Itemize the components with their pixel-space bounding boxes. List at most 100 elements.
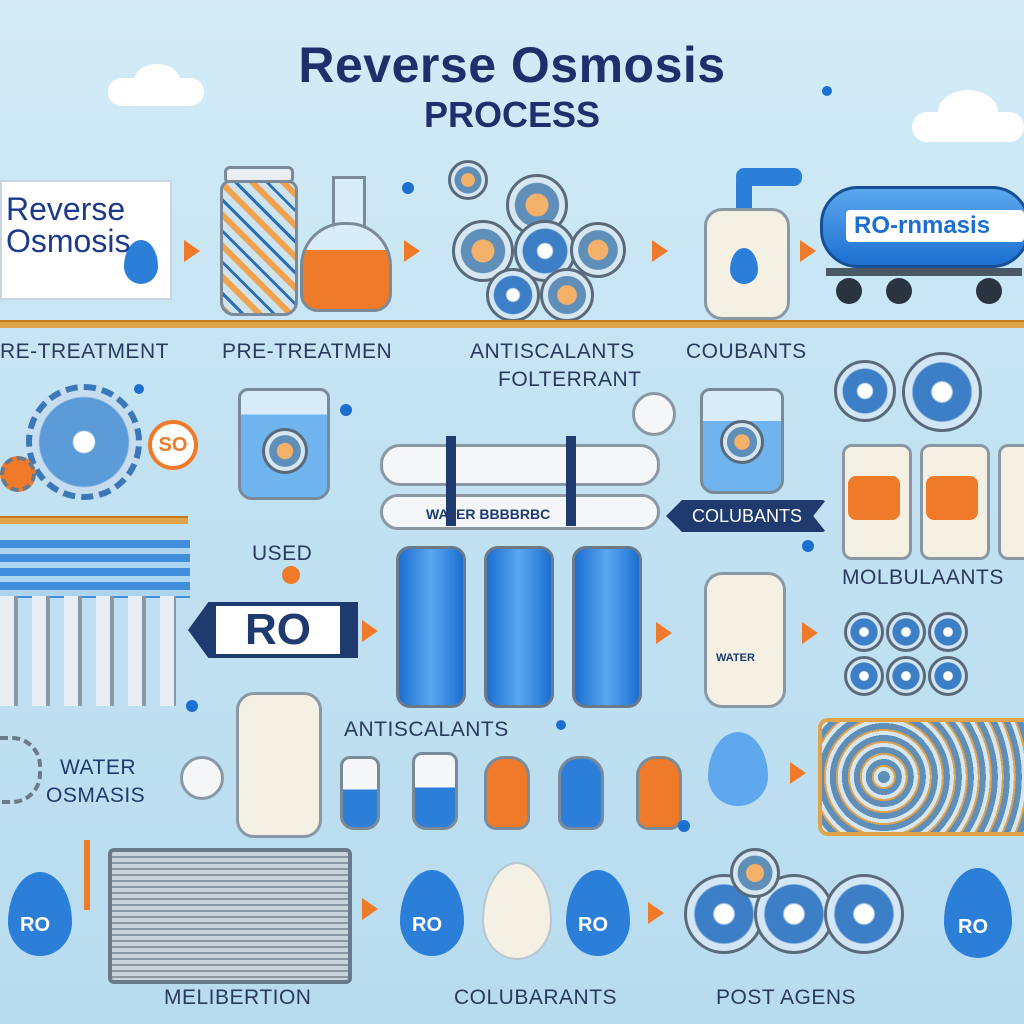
filter-rack <box>0 596 176 706</box>
label-osmasis: OSMASIS <box>46 784 146 807</box>
label-pre-treatment-2: PRE-TREATMEN <box>222 340 393 363</box>
gear-left-icon <box>0 736 42 804</box>
arrow-icon <box>790 762 806 784</box>
membrane-disc-top <box>730 848 780 898</box>
bubble-icon <box>340 404 352 416</box>
cloud-right-puff <box>938 90 998 134</box>
arrow-icon <box>802 622 818 644</box>
ro-drop-4-label: RO <box>958 916 988 938</box>
membrane-disc <box>902 352 982 432</box>
ro-banner-text: RO <box>216 606 340 654</box>
container-label-icon <box>926 476 978 520</box>
sign-line-2: Osmosis <box>6 223 131 259</box>
filter-disc <box>262 428 308 474</box>
bubble-icon <box>402 182 414 194</box>
bubble-icon <box>556 720 566 730</box>
gauge-icon <box>632 392 676 436</box>
ro-drop-2-label: RO <box>412 914 442 936</box>
bottle-5 <box>636 756 682 830</box>
arrow-icon <box>362 898 378 920</box>
pressure-gauge-icon <box>180 756 224 800</box>
water-pipes-system <box>380 436 670 530</box>
gear-wheel-icon <box>26 384 142 500</box>
cloud-left-puff <box>134 64 180 98</box>
arrow-icon <box>652 240 668 262</box>
water-tank <box>704 572 786 708</box>
ro-cylinder-3 <box>572 546 642 708</box>
ro-drop-3 <box>566 870 630 956</box>
membrane-disc <box>886 612 926 652</box>
membrane-disc <box>844 656 884 696</box>
membrane-disc <box>928 612 968 652</box>
ro-drop-1-label: RO <box>20 914 50 936</box>
membrane-disc <box>540 268 594 322</box>
storage-tank-bottom <box>236 692 322 838</box>
coulbants-banner: COLUBANTS <box>666 500 826 532</box>
ro-drop-2 <box>400 870 464 956</box>
bottle-2 <box>412 752 458 830</box>
ro-drop-4 <box>944 868 1012 958</box>
membrane-disc <box>886 656 926 696</box>
membrane-disc <box>844 612 884 652</box>
filter-disc <box>720 420 764 464</box>
orange-pipe <box>84 840 90 910</box>
ro-cylinder-1 <box>396 546 466 708</box>
bubble-icon <box>134 384 144 394</box>
ro-cylinder-2 <box>484 546 554 708</box>
flask-icon <box>296 176 396 316</box>
filter-media-jar <box>220 180 298 316</box>
truck-label: RO-rnmasis <box>846 210 1024 242</box>
large-drop-icon <box>708 732 768 806</box>
ro-drop-1 <box>8 872 72 956</box>
page-subtitle: PROCESS <box>423 94 601 135</box>
label-colubarants: COLUBARANTS <box>454 986 618 1009</box>
sign-line-1: Reverse <box>6 191 126 227</box>
container-3 <box>998 444 1024 560</box>
badge-so-text: SO <box>158 434 188 456</box>
membrane-discs-cluster <box>436 160 626 322</box>
membrane-disc <box>486 268 540 322</box>
shelf-row-1 <box>0 320 1024 328</box>
coulbants-banner-text: COLUBANTS <box>692 506 803 526</box>
tanker-truck: RO-rnmasis <box>816 186 1024 316</box>
ro-banner: RO <box>188 602 358 658</box>
shelf-row-2-left <box>0 516 188 524</box>
label-used: USED <box>252 542 313 565</box>
bottle-3 <box>484 756 530 830</box>
bubble-icon <box>802 540 814 552</box>
badge-so-icon: SO <box>148 420 198 470</box>
storage-tank-top <box>700 168 802 320</box>
label-folterrant: FOLTERRANT <box>498 368 642 391</box>
label-post-agens: POST AGENS <box>716 986 856 1009</box>
label-coubants-top: COUBANTS <box>686 340 807 363</box>
membrane-tray <box>818 718 1024 836</box>
bubble-icon <box>822 86 832 96</box>
bubble-icon <box>186 700 198 712</box>
water-tank-tag: WATER <box>716 652 755 664</box>
container-label-icon <box>848 476 900 520</box>
arrow-icon <box>184 240 200 262</box>
bottle-4 <box>558 756 604 830</box>
page-title: Reverse Osmosis <box>298 37 726 93</box>
gear-small-icon <box>0 456 36 492</box>
membrane-disc <box>824 874 904 954</box>
neutral-drop <box>482 862 552 960</box>
label-antiscalants-top: ANTISCALANTS <box>470 340 635 363</box>
arrow-icon <box>362 620 378 642</box>
label-antiscalants-mid: ANTISCALANTS <box>344 718 509 741</box>
label-molbulaants: MOLBULAANTS <box>842 566 1004 589</box>
membrane-disc <box>928 656 968 696</box>
arrow-icon <box>404 240 420 262</box>
label-water: WATER <box>60 756 136 779</box>
label-water-banner: WATER BBBBRBC <box>426 506 551 522</box>
arrow-icon <box>800 240 816 262</box>
ro-drop-3-label: RO <box>578 914 608 936</box>
membrane-disc <box>834 360 896 422</box>
label-meliberation: MELIBERTION <box>164 986 312 1009</box>
arrow-icon <box>648 902 664 924</box>
membrane-disc <box>570 222 626 278</box>
bottle-1 <box>340 756 380 830</box>
membrane-module <box>108 848 352 984</box>
orange-coin-icon <box>448 160 488 200</box>
label-pre-treatment-1: RE-TREATMENT <box>0 340 169 363</box>
